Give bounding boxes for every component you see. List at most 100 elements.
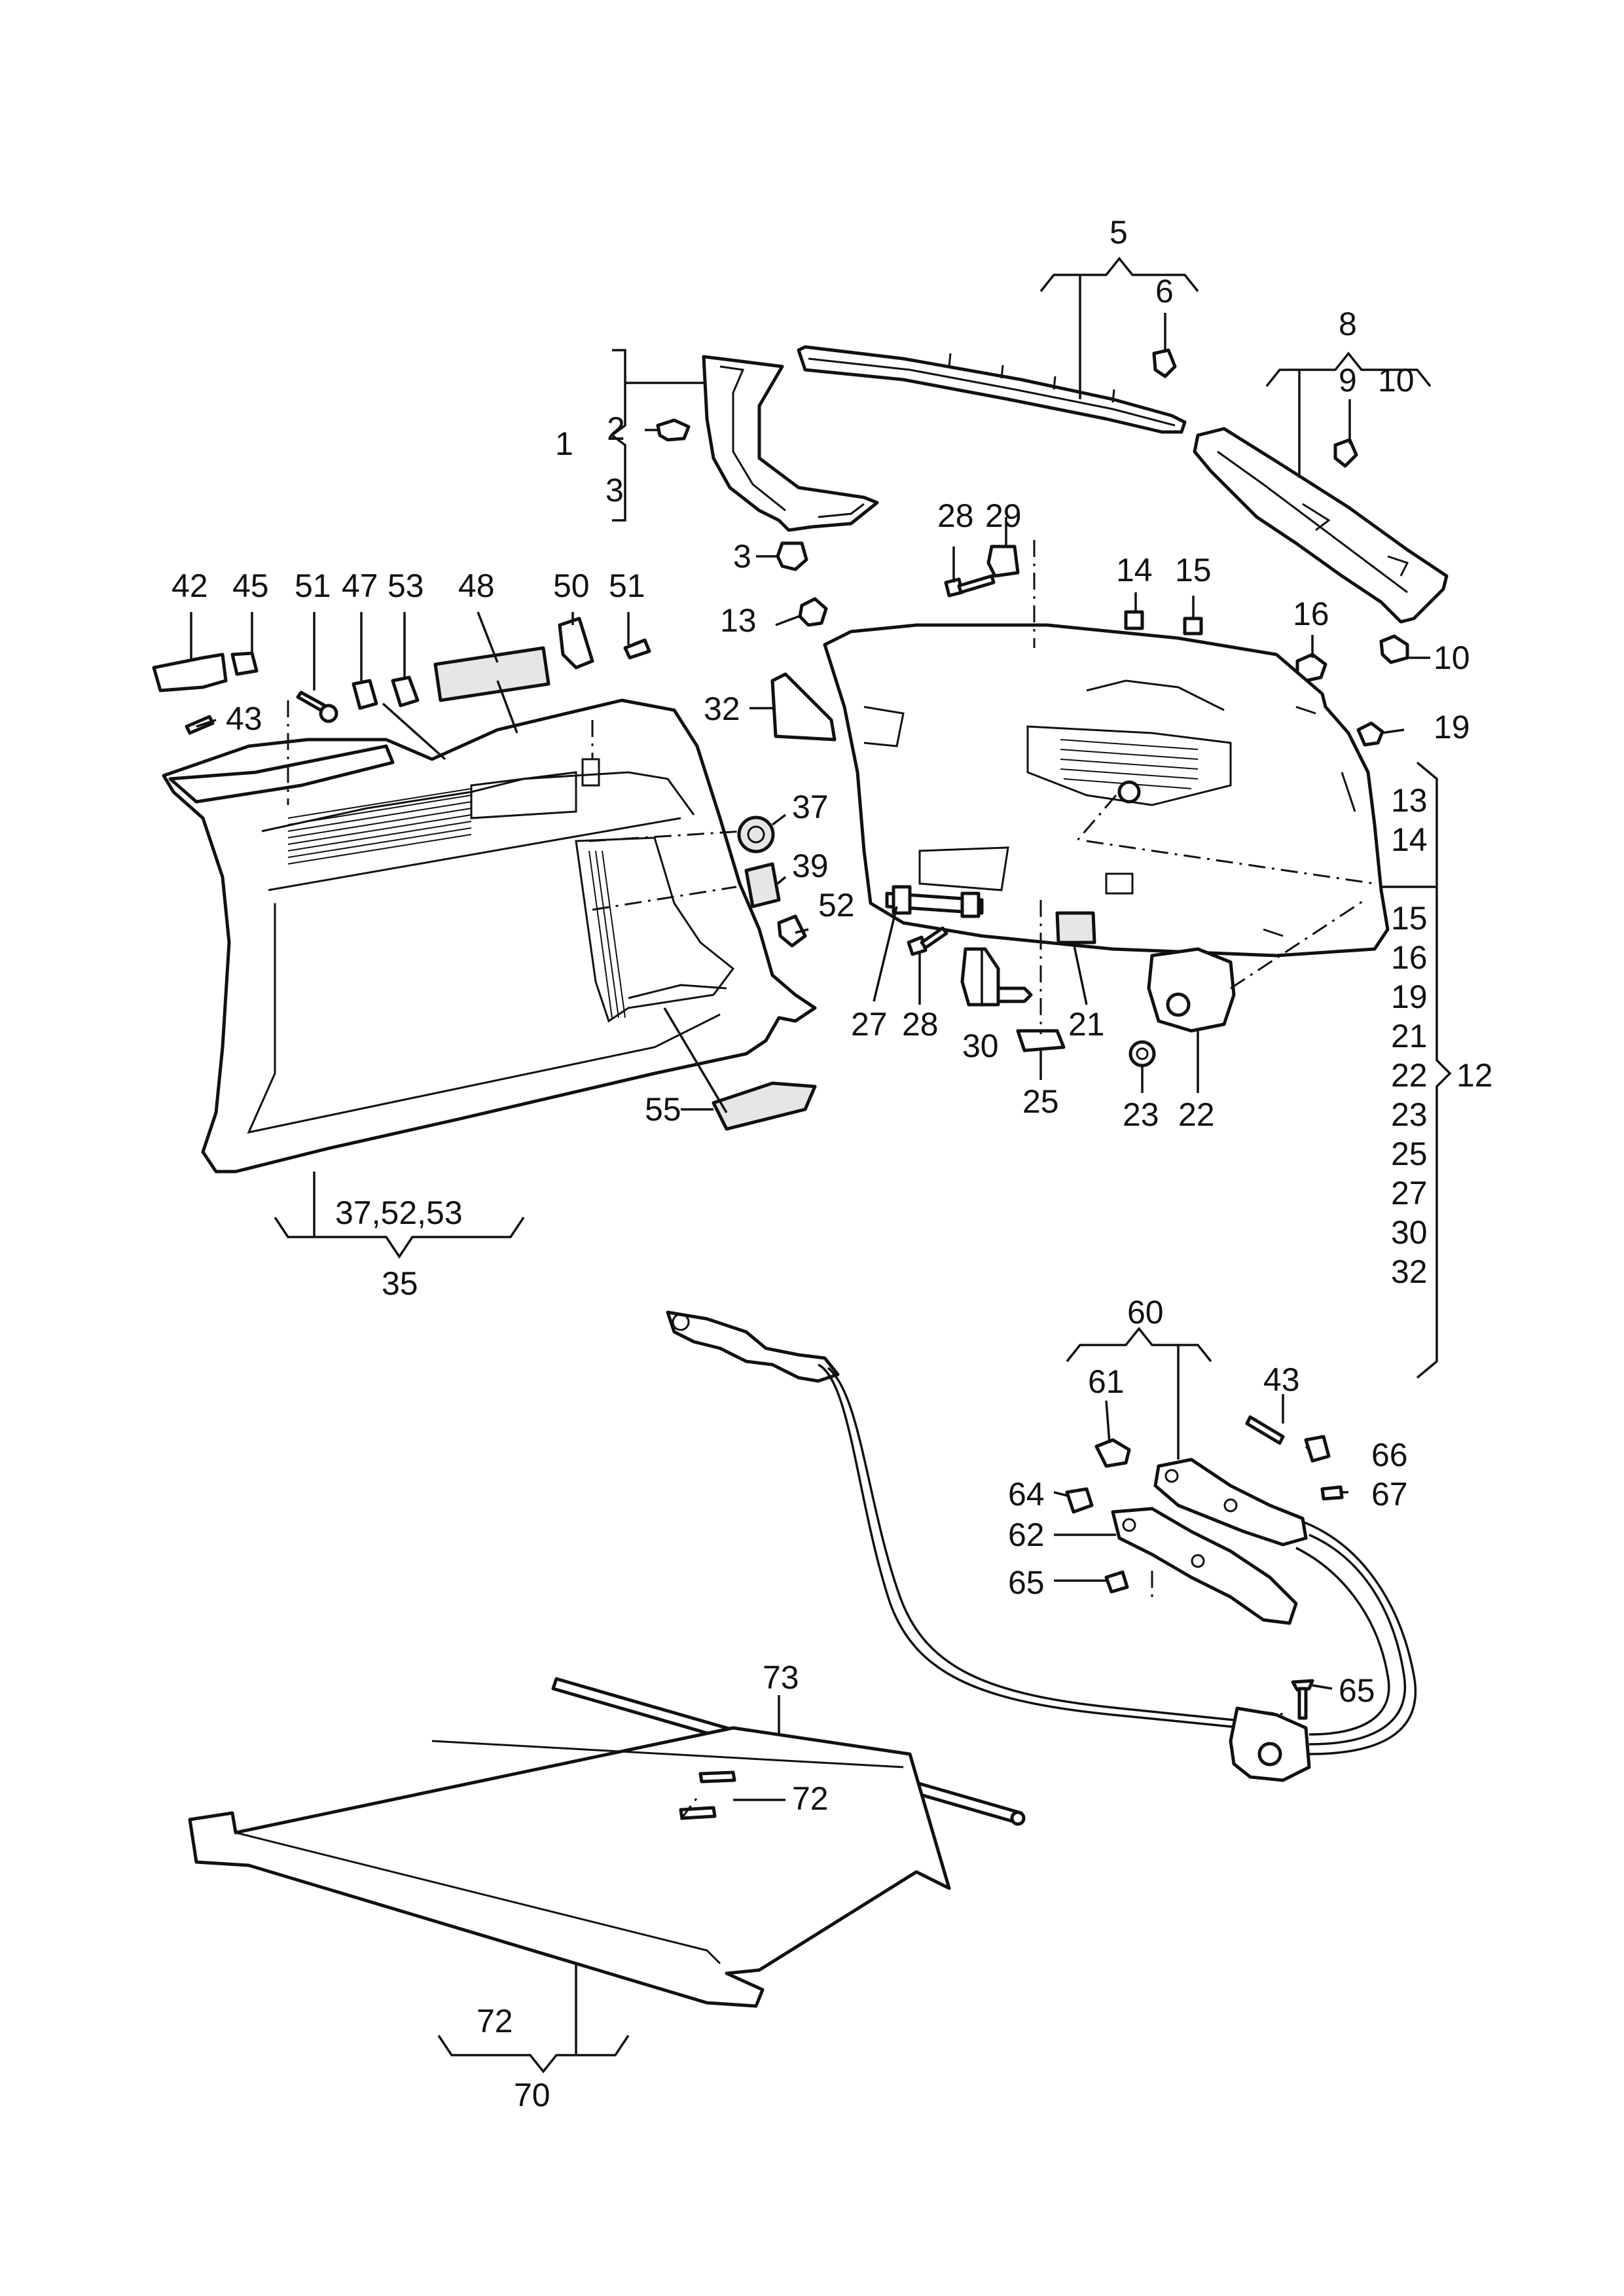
callout-67: 67 — [1371, 1476, 1408, 1513]
clip-part-14 — [1124, 610, 1144, 630]
callout-21: 21 — [1068, 1006, 1105, 1043]
callout-14: 14 — [1116, 552, 1153, 588]
callout-3-upper: 3 — [605, 472, 624, 509]
callout-48: 48 — [458, 567, 495, 604]
callout-55: 55 — [645, 1091, 681, 1128]
bracket-part-50 — [558, 617, 594, 670]
clip-part-66 — [1304, 1435, 1331, 1463]
callout-66: 66 — [1371, 1437, 1408, 1473]
callout-25: 25 — [1022, 1083, 1059, 1120]
leader-lines — [190, 257, 1452, 2073]
group-12-item: 23 — [1391, 1096, 1428, 1133]
callout-28-upper: 28 — [937, 497, 974, 534]
callout-2: 2 — [607, 410, 625, 447]
callout-10-lower: 10 — [1434, 639, 1470, 676]
group-12-item: 19 — [1391, 978, 1428, 1015]
callout-60: 60 — [1127, 1294, 1164, 1331]
cable-part-62 — [818, 1363, 1417, 1755]
group-12-item: 32 — [1391, 1253, 1428, 1290]
callout-73: 73 — [763, 1659, 799, 1696]
callout-35: 35 — [382, 1265, 418, 1302]
clip-part-6 — [1152, 348, 1177, 378]
callout-28-lower: 28 — [902, 1006, 939, 1043]
screw-part-65-left — [1104, 1570, 1129, 1594]
callout-72-upper: 72 — [792, 1780, 829, 1817]
grille-part-39 — [744, 862, 781, 908]
clip-part-9 — [1333, 438, 1358, 468]
mat-part-48 — [433, 646, 550, 702]
callout-51-left: 51 — [295, 567, 331, 604]
callout-39: 39 — [792, 848, 829, 884]
rivet-part-43-right — [1245, 1415, 1285, 1445]
clip-part-13 — [798, 597, 828, 627]
screw-part-28-bottom — [907, 926, 948, 956]
clip-part-29 — [986, 545, 1020, 578]
callout-5: 5 — [1110, 214, 1128, 251]
callout-42: 42 — [171, 567, 208, 604]
group-12-item: 14 — [1391, 821, 1428, 858]
callout-51-right: 51 — [609, 567, 645, 604]
bracket-part-73-rail — [666, 1310, 840, 1383]
cover-part-55 — [712, 1081, 817, 1131]
callout-16: 16 — [1293, 596, 1329, 632]
bracket-part-62 — [1111, 1507, 1298, 1625]
callout-43-left: 43 — [226, 700, 262, 737]
callout-37-52-53: 37,52,53 — [335, 1194, 463, 1231]
callout-37: 37 — [792, 789, 829, 825]
group-12-list: 13 14 15 16 19 21 22 23 25 27 30 32 12 — [1391, 782, 1493, 1290]
screw-part-65-right — [1291, 1679, 1314, 1720]
clip-part-19 — [1356, 721, 1384, 747]
callout-43-right: 43 — [1263, 1361, 1300, 1398]
clip-part-53 — [391, 675, 420, 708]
callout-70: 70 — [514, 2077, 550, 2113]
bracket-part-60 — [1153, 1458, 1308, 1547]
luggage-cover-part-70 — [188, 1726, 951, 2008]
callout-27: 27 — [851, 1006, 888, 1043]
clip-part-15 — [1183, 617, 1203, 636]
callout-22: 22 — [1178, 1096, 1215, 1133]
group-12-item: 22 — [1391, 1057, 1428, 1094]
roof-trim-part-5 — [797, 345, 1187, 434]
pillar-trim-part-1 — [702, 355, 879, 532]
callout-12: 12 — [1456, 1057, 1493, 1094]
group-12-item: 15 — [1391, 900, 1428, 937]
clip-part-2 — [656, 418, 691, 442]
callout-6: 6 — [1155, 273, 1174, 310]
bracket-part-42 — [152, 653, 228, 692]
handle-part-27 — [885, 885, 984, 918]
callout-1: 1 — [555, 425, 573, 462]
group-12-item: 27 — [1391, 1175, 1428, 1211]
group-12-item: 21 — [1391, 1018, 1428, 1054]
screw-part-64 — [1065, 1487, 1094, 1514]
cover-part-32 — [770, 672, 837, 742]
callout-32: 32 — [704, 691, 740, 727]
callout-62: 62 — [1008, 1516, 1045, 1553]
callout-13: 13 — [720, 602, 757, 639]
screw-part-51-right — [623, 638, 651, 660]
callout-53: 53 — [388, 567, 424, 604]
callout-15: 15 — [1175, 552, 1212, 588]
pad-part-21 — [1055, 911, 1096, 944]
clip-part-52 — [777, 914, 807, 948]
callout-23: 23 — [1123, 1096, 1159, 1133]
housing-part-62-end — [1229, 1706, 1311, 1782]
clip-part-47 — [352, 679, 378, 710]
clip-part-10 — [1379, 634, 1409, 664]
side-trim-part-35 — [162, 698, 817, 1174]
group-12-item: 30 — [1391, 1214, 1428, 1251]
cover-part-30 — [960, 947, 1033, 1007]
callout-72-lower: 72 — [477, 2003, 513, 2039]
group-12-item: 13 — [1391, 782, 1428, 819]
callout-19: 19 — [1434, 709, 1470, 745]
callout-47: 47 — [342, 567, 378, 604]
group-12-item: 16 — [1391, 939, 1428, 976]
clip-part-45 — [230, 651, 259, 676]
callout-29: 29 — [985, 497, 1022, 534]
pad-part-67 — [1320, 1485, 1344, 1501]
bracket-part-25 — [1016, 1029, 1066, 1052]
cover-part-22 — [1147, 947, 1236, 1033]
callout-10-upper: 10 — [1378, 362, 1415, 399]
group-12-item: 25 — [1391, 1136, 1428, 1172]
tailgate-trim-panel — [823, 623, 1390, 958]
